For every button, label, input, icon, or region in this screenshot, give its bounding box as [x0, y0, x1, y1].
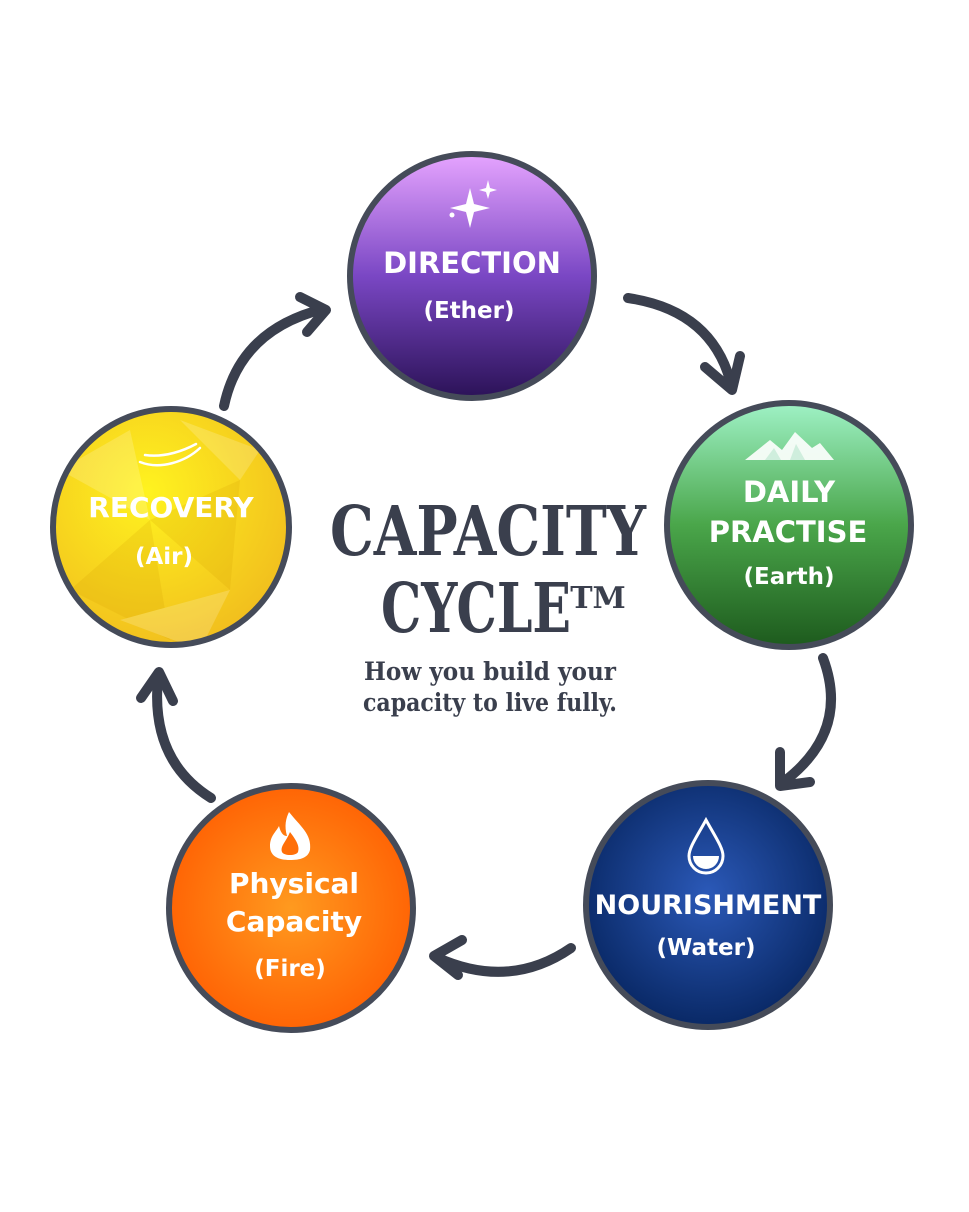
daily-practise-element: (Earth) [744, 564, 835, 590]
node-nourishment: NOURISHMENT (Water) [583, 780, 833, 1030]
daily-practise-title-line1: DAILY [743, 475, 836, 509]
subtitle-line2: capacity to live fully. [363, 688, 617, 717]
arrow-nourishment-to-physical-capacity [429, 935, 576, 980]
node-physical-capacity: Physical Capacity (Fire) [166, 783, 416, 1033]
cycle-arrows [136, 292, 836, 980]
arrow-recovery-to-direction [219, 292, 331, 411]
water-drop-icon [687, 816, 725, 875]
physical-capacity-title-line1: Physical [229, 867, 359, 900]
mountain-icon [745, 432, 834, 460]
nourishment-element: (Water) [656, 935, 755, 961]
node-direction: DIRECTION (Ether) [347, 151, 597, 401]
polygon-texture [60, 420, 260, 645]
flame-icon [270, 812, 311, 860]
direction-element: (Ether) [423, 298, 514, 324]
title-line2: CYCLE [381, 569, 571, 649]
node-recovery: RECOVERY (Air) [50, 406, 292, 648]
direction-title: DIRECTION [383, 246, 561, 280]
physical-capacity-element: (Fire) [254, 956, 326, 982]
arrow-daily-practise-to-nourishment [775, 653, 836, 791]
sparkle-icon [449, 180, 497, 228]
center-heading: CAPACITY CYCLE TM How you build your cap… [330, 492, 647, 717]
subtitle-line1: How you build your [364, 657, 617, 686]
physical-capacity-title-line2: Capacity [226, 905, 362, 938]
node-daily-practise: DAILY PRACTISE (Earth) [664, 400, 914, 650]
daily-practise-title-line2: PRACTISE [709, 515, 868, 549]
wind-icon [138, 442, 202, 467]
trademark-mark: TM [570, 581, 626, 616]
arrow-physical-capacity-to-recovery [136, 667, 216, 803]
recovery-title: RECOVERY [88, 491, 254, 524]
title-line1: CAPACITY [330, 492, 647, 572]
nourishment-title: NOURISHMENT [595, 890, 822, 921]
arrow-direction-to-daily-practise [623, 293, 745, 395]
recovery-element: (Air) [135, 544, 193, 570]
